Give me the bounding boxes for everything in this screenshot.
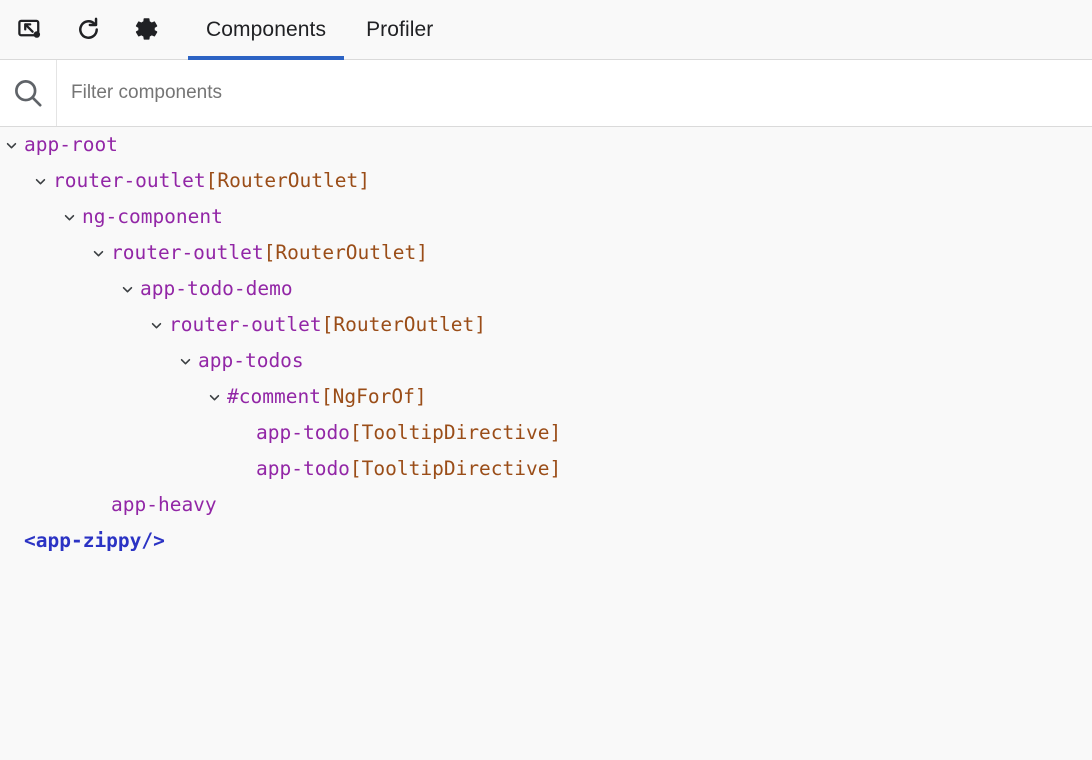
tree-node[interactable]: app-todos [0, 343, 1092, 379]
tree-node-directives: [RouterOutlet] [321, 313, 486, 336]
tab-components[interactable]: Components [188, 0, 345, 60]
tree-node[interactable]: app-heavy [0, 487, 1092, 523]
chevron-down-icon[interactable] [60, 211, 78, 224]
chevron-down-icon[interactable] [2, 139, 20, 152]
devtools-tab-list: Components Profiler [188, 0, 451, 60]
filter-components-input[interactable] [57, 60, 1092, 126]
tree-node-name: router-outlet [169, 313, 322, 336]
tree-node[interactable]: router-outlet[RouterOutlet] [0, 163, 1092, 199]
tree-node[interactable]: app-todo[TooltipDirective] [0, 451, 1092, 487]
chevron-down-icon[interactable] [205, 391, 223, 404]
tree-node-name: app-todos [198, 349, 304, 372]
tree-node-name: app-todo-demo [140, 277, 293, 300]
tree-node-name: router-outlet [53, 169, 206, 192]
refresh-icon[interactable] [68, 8, 108, 52]
tree-node-name: ng-component [82, 205, 223, 228]
tree-node[interactable]: #comment[NgForOf] [0, 379, 1092, 415]
devtools-toolbar: Components Profiler [0, 0, 1092, 60]
tree-node[interactable]: router-outlet[RouterOutlet] [0, 235, 1092, 271]
tab-profiler[interactable]: Profiler [344, 0, 451, 60]
filter-bar [0, 60, 1092, 127]
tree-node-name: <app-zippy/> [24, 529, 165, 552]
tree-node-name: #comment [227, 385, 321, 408]
tree-node[interactable]: app-todo-demo [0, 271, 1092, 307]
chevron-down-icon[interactable] [118, 283, 136, 296]
tree-node[interactable]: ng-component [0, 199, 1092, 235]
tree-node-name: app-todo [256, 457, 350, 480]
tree-node[interactable]: app-todo[TooltipDirective] [0, 415, 1092, 451]
tree-node-name: app-root [24, 133, 118, 156]
tree-node-directives: [RouterOutlet] [205, 169, 370, 192]
tree-node[interactable]: app-root [0, 127, 1092, 163]
tree-node-name: app-heavy [111, 493, 217, 516]
tree-node-directives: [RouterOutlet] [263, 241, 428, 264]
chevron-down-icon[interactable] [176, 355, 194, 368]
search-icon[interactable] [0, 60, 57, 126]
tree-node-directives: [TooltipDirective] [349, 457, 562, 480]
tree-node-directives: [TooltipDirective] [349, 421, 562, 444]
tree-node[interactable]: router-outlet[RouterOutlet] [0, 307, 1092, 343]
chevron-down-icon[interactable] [89, 247, 107, 260]
tree-node-name: router-outlet [111, 241, 264, 264]
tree-node-directives: [NgForOf] [320, 385, 427, 408]
gear-icon[interactable] [126, 8, 166, 52]
chevron-down-icon[interactable] [147, 319, 165, 332]
tree-node[interactable]: <app-zippy/> [0, 523, 1092, 559]
chevron-down-icon[interactable] [31, 175, 49, 188]
inspect-element-icon[interactable] [10, 8, 50, 52]
tree-node-name: app-todo [256, 421, 350, 444]
